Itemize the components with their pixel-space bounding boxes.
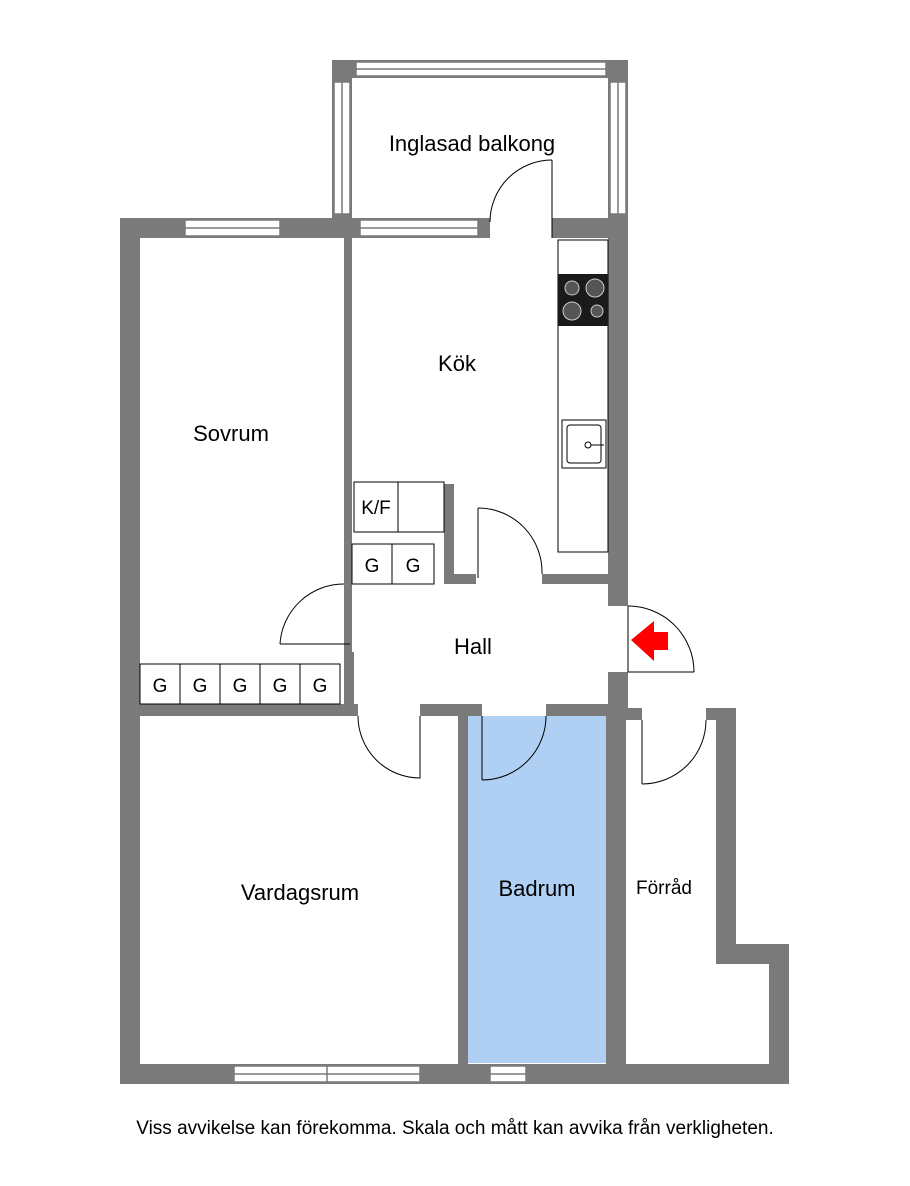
sink-icon bbox=[561, 419, 607, 469]
wardrobe-label: G bbox=[153, 676, 168, 697]
room-label-storage: Förråd bbox=[636, 878, 692, 899]
windows bbox=[184, 61, 627, 1083]
wardrobe-label: G bbox=[313, 676, 328, 697]
stove-icon bbox=[558, 274, 608, 326]
fixture-boxes bbox=[139, 481, 445, 705]
walls bbox=[120, 60, 789, 1084]
wardrobe-label: G bbox=[365, 556, 380, 577]
room-label-balcony: Inglasad balkong bbox=[389, 131, 555, 156]
room-label-hall: Hall bbox=[454, 634, 492, 659]
disclaimer-text: Viss avvikelse kan förekomma. Skala och … bbox=[136, 1118, 774, 1139]
room-label-kitchen: Kök bbox=[438, 351, 477, 376]
fridge-freezer-label: K/F bbox=[361, 498, 391, 519]
room-label-living-room: Vardagsrum bbox=[241, 880, 359, 905]
wardrobe-label: G bbox=[406, 556, 421, 577]
wardrobe-label: G bbox=[233, 676, 248, 697]
room-label-bathroom: Badrum bbox=[498, 876, 575, 901]
entrance-arrow-icon bbox=[631, 621, 668, 661]
door-swings bbox=[279, 159, 707, 785]
floor-plan: Inglasad balkong Kök Sovrum Hall Vardags… bbox=[120, 60, 789, 1084]
wardrobe-label: G bbox=[193, 676, 208, 697]
bathroom-floor bbox=[466, 716, 608, 1063]
wardrobe-label: G bbox=[273, 676, 288, 697]
room-label-bedroom: Sovrum bbox=[193, 421, 269, 446]
